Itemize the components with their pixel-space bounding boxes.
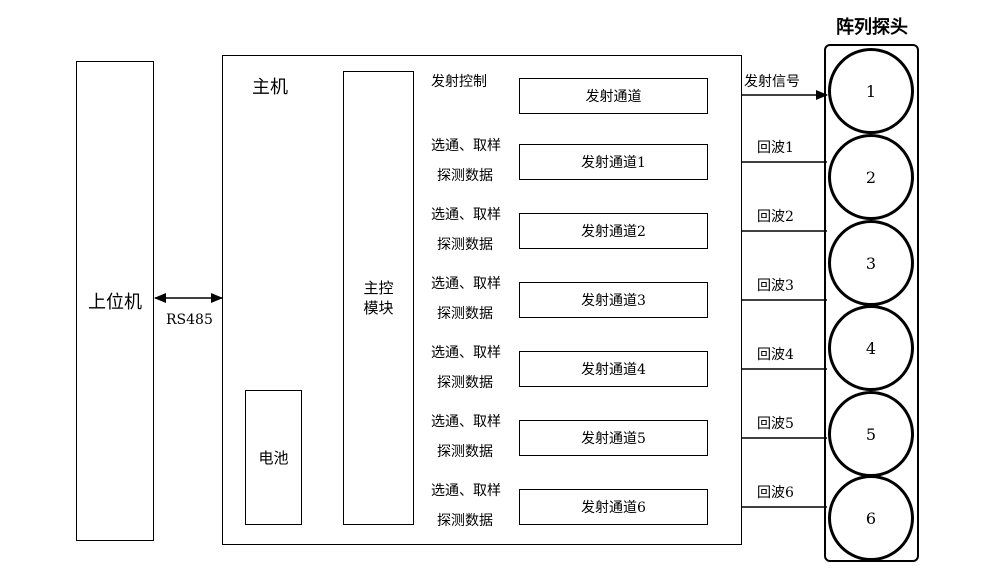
tx-channel-4-box: 发射通道4 bbox=[519, 351, 708, 387]
main-control-box: 主控 模块 bbox=[343, 71, 414, 525]
tx-channel-6-label: 发射通道6 bbox=[581, 500, 646, 516]
probe-element-label: 1 bbox=[865, 81, 877, 101]
upper-computer-box: 上位机 bbox=[76, 61, 154, 541]
tx-control-label: 发射控制 bbox=[431, 74, 487, 90]
gate-sample-label: 选通、取样 bbox=[431, 414, 501, 430]
main-control-label-2: 模块 bbox=[363, 299, 394, 317]
echo-5-label: 回波5 bbox=[757, 416, 794, 432]
upper-computer-label: 上位机 bbox=[88, 292, 142, 313]
probe-element-label: 3 bbox=[865, 253, 877, 273]
echo-2-label: 回波2 bbox=[757, 209, 794, 225]
probe-frame bbox=[824, 44, 919, 562]
probe-element-6: 6 bbox=[828, 475, 914, 561]
probe-element-label: 4 bbox=[865, 338, 877, 358]
probe-element-label: 2 bbox=[865, 167, 877, 187]
probe-data-label: 探测数据 bbox=[437, 513, 493, 529]
host-label: 主机 bbox=[252, 77, 288, 98]
probe-data-label: 探测数据 bbox=[437, 444, 493, 460]
probe-element-3: 3 bbox=[828, 220, 914, 306]
tx-channel-3-box: 发射通道3 bbox=[519, 282, 708, 318]
probe-data-label: 探测数据 bbox=[437, 375, 493, 391]
probe-element-4: 4 bbox=[828, 305, 914, 391]
probe-element-2: 2 bbox=[828, 134, 914, 220]
probe-data-label: 探测数据 bbox=[437, 168, 493, 184]
tx-signal-label: 发射信号 bbox=[744, 74, 800, 90]
tx-channel-label: 发射通道 bbox=[585, 89, 642, 105]
gate-sample-label: 选通、取样 bbox=[431, 276, 501, 292]
gate-sample-label: 选通、取样 bbox=[431, 483, 501, 499]
tx-channel-4-label: 发射通道4 bbox=[581, 362, 646, 378]
gate-sample-label: 选通、取样 bbox=[431, 345, 501, 361]
probe-element-5: 5 bbox=[828, 391, 914, 477]
battery-box: 电池 bbox=[245, 390, 302, 525]
probe-element-1: 1 bbox=[828, 48, 914, 134]
probe-element-label: 5 bbox=[865, 424, 877, 444]
rs485-label: RS485 bbox=[166, 312, 213, 328]
tx-channel-1-label: 发射通道1 bbox=[581, 155, 646, 171]
gate-sample-label: 选通、取样 bbox=[431, 138, 501, 154]
echo-6-label: 回波6 bbox=[757, 485, 794, 501]
gate-sample-label: 选通、取样 bbox=[431, 207, 501, 223]
tx-channel-3-label: 发射通道3 bbox=[581, 293, 646, 309]
tx-channel-2-label: 发射通道2 bbox=[581, 224, 646, 240]
echo-1-label: 回波1 bbox=[757, 140, 794, 156]
probe-data-label: 探测数据 bbox=[437, 306, 493, 322]
echo-3-label: 回波3 bbox=[757, 278, 794, 294]
main-control-label-1: 主控 bbox=[363, 279, 394, 297]
tx-channel-box: 发射通道 bbox=[519, 78, 708, 114]
tx-channel-2-box: 发射通道2 bbox=[519, 213, 708, 249]
tx-channel-1-box: 发射通道1 bbox=[519, 144, 708, 180]
probe-title: 阵列探头 bbox=[836, 17, 908, 38]
tx-channel-6-box: 发射通道6 bbox=[519, 489, 708, 525]
battery-label: 电池 bbox=[258, 449, 289, 467]
tx-channel-5-label: 发射通道5 bbox=[581, 431, 646, 447]
tx-channel-5-box: 发射通道5 bbox=[519, 420, 708, 456]
probe-element-label: 6 bbox=[865, 508, 877, 528]
probe-data-label: 探测数据 bbox=[437, 237, 493, 253]
echo-4-label: 回波4 bbox=[757, 347, 794, 363]
